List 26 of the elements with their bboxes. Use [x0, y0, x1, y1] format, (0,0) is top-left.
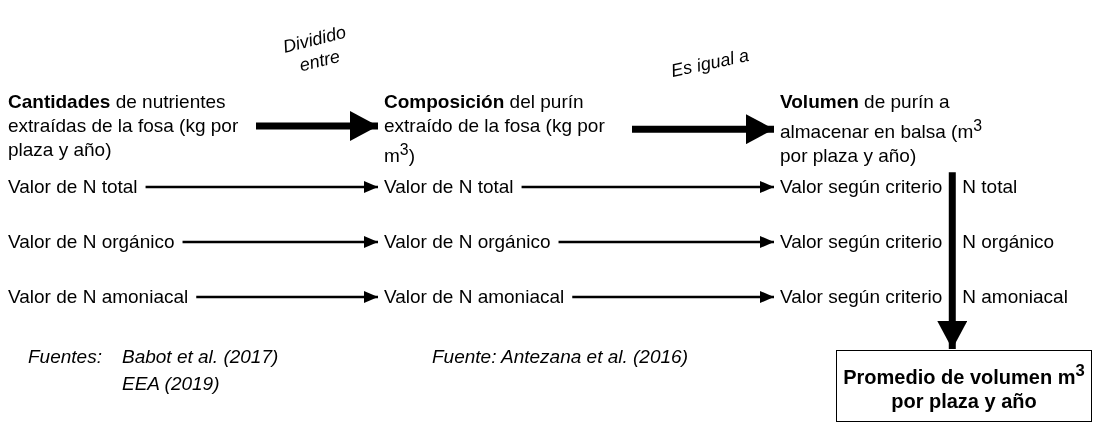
- heading-text: Cantidades de nutrientes extraídas de la fosa (kg por plaza y año): [8, 90, 240, 162]
- arrow: [521, 181, 774, 193]
- source-note: Babot et al. (2017): [122, 345, 279, 369]
- value-text: Valor de N total: [8, 175, 138, 199]
- value-text: Valor según criterio N total: [780, 175, 1018, 199]
- heading-text: Composición del purín extraído de la fosa (kg por m$^{3}$): [384, 90, 606, 169]
- result-text: Promedio de volumen m$^{3}$ por plaza y año: [842, 360, 1086, 413]
- heading-text: Volumen de purín a almacenar en balsa (m$^{3}$ por plaza y año): [780, 90, 984, 169]
- value-text: Valor de N total: [384, 175, 514, 199]
- edge-label: Dividido entre: [279, 20, 349, 78]
- value-text: Valor de N orgánico: [8, 230, 175, 254]
- source-note: EEA (2019): [122, 372, 220, 396]
- arrow: [572, 291, 774, 303]
- value-text: Valor de N orgánico: [384, 230, 551, 254]
- result-box: [836, 350, 1092, 422]
- arrow: [196, 291, 378, 303]
- source-note: Fuentes:: [28, 345, 102, 369]
- value-text: Valor según criterio N orgánico: [780, 230, 1055, 254]
- arrow: [182, 236, 378, 248]
- source-note: Fuente: Antezana et al. (2016): [432, 345, 688, 369]
- value-text: Valor según criterio N amoniacal: [780, 285, 1068, 309]
- edge-label: Es igual a: [668, 44, 752, 83]
- arrow: [558, 236, 774, 248]
- value-text: Valor de N amoniacal: [384, 285, 565, 309]
- arrow: [145, 181, 378, 193]
- value-text: Valor de N amoniacal: [8, 285, 189, 309]
